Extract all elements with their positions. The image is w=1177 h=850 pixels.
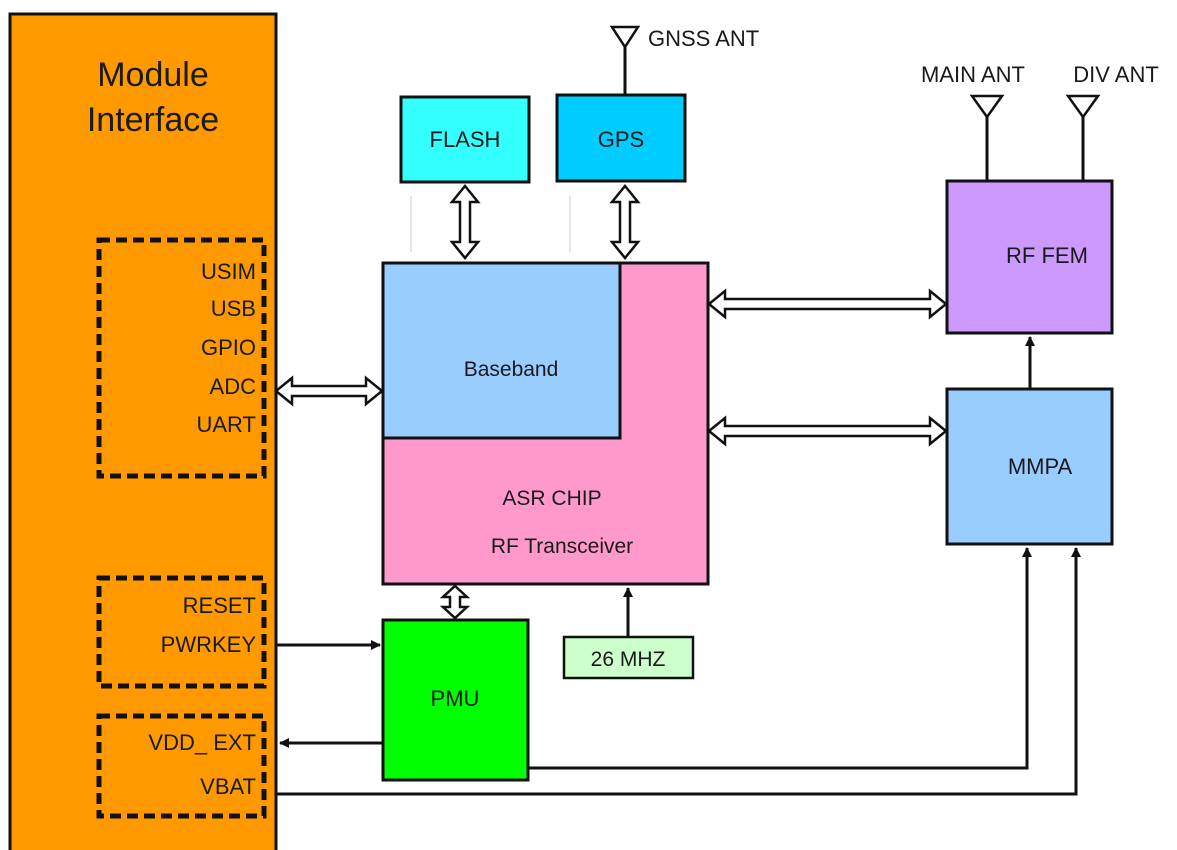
gps-baseband-double-arrow — [609, 184, 641, 260]
oscillator-block — [562, 635, 695, 680]
pin-adc: ADC — [210, 374, 257, 399]
pin-vbat: VBAT — [200, 774, 256, 799]
mmpa-label: MMPA — [1008, 454, 1073, 479]
gnss-antenna-icon — [609, 25, 641, 50]
rf-transceiver-label: RF Transceiver — [491, 535, 633, 558]
pin-gpio: GPIO — [201, 335, 256, 360]
pin-uart: UART — [197, 412, 257, 437]
gnss-antenna-label: GNSS ANT — [648, 26, 759, 51]
main-antenna-label: MAIN ANT — [921, 62, 1025, 87]
oscillator-label: 26 MHZ — [591, 648, 666, 671]
pin-reset: RESET — [183, 593, 256, 618]
interface-group-3 — [96, 713, 267, 819]
mmpa-block — [945, 387, 1114, 546]
interface-baseband-double-arrow — [274, 375, 384, 407]
asr-chip-label: ASR CHIP — [502, 487, 601, 510]
flash-baseband-double-arrow — [449, 184, 481, 260]
div-antenna-icon — [1065, 94, 1101, 120]
interface-group-1 — [96, 237, 267, 479]
div-antenna-label: DIV ANT — [1073, 62, 1159, 87]
chip-mmpa-double-arrow — [707, 415, 948, 447]
pin-usb: USB — [211, 296, 256, 321]
pin-vdd-ext: VDD_ EXT — [148, 730, 256, 755]
gps-block — [555, 93, 687, 183]
pmu-to-mmpa-arrow — [528, 547, 1032, 770]
flash-block — [399, 95, 531, 184]
main-antenna-icon — [969, 94, 1005, 120]
baseband-label: Baseband — [464, 358, 559, 381]
gps-label: GPS — [598, 127, 644, 152]
rf-fem-block — [945, 179, 1114, 335]
chip-pmu-double-arrow — [439, 584, 471, 620]
module-interface-title-line1: Module — [97, 56, 209, 94]
chip-rffem-double-arrow — [707, 288, 948, 320]
baseband-block — [381, 261, 622, 440]
rf-fem-label: RF FEM — [1006, 243, 1088, 268]
pin-pwrkey: PWRKEY — [161, 632, 257, 657]
pmu-label: PMU — [431, 686, 480, 711]
pmu-block — [381, 618, 530, 782]
vbat-to-mmpa-arrow — [276, 547, 1081, 796]
flash-label: FLASH — [430, 127, 501, 152]
pin-usim: USIM — [201, 259, 256, 284]
module-interface-block — [8, 12, 278, 850]
module-interface-title-line2: Interface — [87, 101, 219, 139]
